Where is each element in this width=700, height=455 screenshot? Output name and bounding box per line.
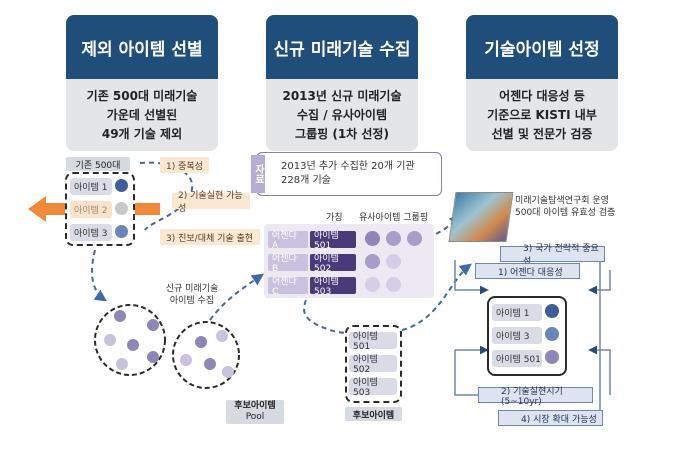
agenda-a: 어젠다 A: [268, 231, 308, 251]
card-line: 49개 기술 제외: [101, 126, 183, 141]
criteria-agenda: 1) 어젠다 대응성: [475, 263, 580, 279]
item-dot: [545, 327, 559, 341]
collect-label-line: 신규 미래기술: [165, 284, 219, 294]
committee-line: 미래기술탐색연구회 운영: [515, 196, 609, 206]
card-body-collect: 2013년 신규 미래기술 수집 / 유사아이템 그룹핑 (1차 선정): [266, 79, 418, 151]
item-dot: [115, 179, 128, 192]
existing-item-3: 아이템 3: [70, 224, 112, 241]
pool-label-line: Pool: [245, 412, 265, 422]
criteria-progress: 3) 진보/대체 기술 출현: [160, 229, 260, 245]
agenda-c: 어젠다 C: [268, 277, 308, 297]
committee-line: 500대 아이템 유효성 검증: [515, 208, 616, 218]
data-text: 2013년 추가 수집한 20개 기관 228개 기술: [281, 160, 415, 188]
criteria-market: 4) 시장 확대 가능성: [498, 410, 603, 426]
item-dot: [115, 202, 128, 215]
pool-label: 후보아이템 Pool: [226, 400, 284, 424]
data-text-line: 2013년 추가 수집한 20개 기관: [281, 161, 415, 172]
item-dot: [545, 304, 559, 318]
data-label: 자료: [251, 155, 265, 193]
candidate-item-502: 아이템 502: [349, 355, 397, 375]
criteria-timing: 2) 기술실현시기 (5~10yr): [478, 387, 593, 407]
selected-item-501: 아이템 501: [492, 350, 542, 367]
existing-item-1: 아이템 1: [70, 178, 112, 195]
group-dot: [386, 254, 401, 269]
col-weight: 가칭: [326, 213, 343, 223]
item-dot: [545, 350, 559, 364]
collect-label-line: 아이템 수집: [169, 296, 215, 306]
pool-label-line: 후보아이템: [234, 401, 276, 411]
card-line: 기존 500대 미래기술: [86, 88, 198, 103]
group-dot: [365, 254, 380, 269]
committee-text: 미래기술탐색연구회 운영 500대 아이템 유효성 검증: [515, 195, 615, 219]
card-line: 가운데 선별된: [106, 107, 178, 122]
group-dot: [386, 231, 401, 246]
col-group: 유사아이템 그룹핑: [359, 213, 429, 223]
criteria-national: 3) 국가 전략적 중요성: [500, 244, 605, 267]
candidate-label: 후보아이템: [345, 407, 402, 421]
group-dot: [386, 277, 401, 292]
card-title-collect: 신규 미래기술 수집: [266, 15, 418, 79]
candidate-item-501: 아이템 501: [349, 332, 397, 352]
card-body-select: 어젠다 대응성 등 기준으로 KISTI 내부 선별 및 전문가 검증: [466, 79, 618, 151]
card-title-exclude: 제외 아이템 선별: [66, 15, 218, 79]
existing-item-2: 아이템 2: [70, 201, 112, 218]
existing-500-label: 기존 500대: [66, 157, 130, 171]
data-source-box: [256, 152, 442, 196]
card-line: 선별 및 전문가 검증: [491, 126, 593, 141]
agenda-item-501: 아이템 501: [310, 231, 356, 251]
agenda-b: 어젠다 B: [268, 254, 308, 274]
criteria-duplicate: 1) 중복성: [160, 157, 209, 173]
selected-item-1: 아이템 1: [492, 304, 542, 321]
candidate-item-503: 아이템 503: [349, 378, 397, 398]
data-text-line: 228개 기술: [281, 175, 331, 186]
card-line: 어젠다 대응성 등: [499, 88, 585, 103]
card-body-exclude: 기존 500대 미래기술 가운데 선별된 49개 기술 제외: [66, 79, 218, 151]
card-line: 수집 / 유사아이템: [296, 107, 387, 122]
card-title-select: 기술아이템 선정: [466, 15, 618, 79]
card-line: 2013년 신규 미래기술: [282, 88, 402, 103]
group-dot: [365, 231, 380, 246]
card-line: 그룹핑 (1차 선정): [295, 126, 389, 141]
criteria-feasibility: 2) 기술실현 가능성: [172, 191, 250, 214]
agenda-item-502: 아이템 502: [310, 254, 356, 274]
agenda-item-503: 아이템 503: [310, 277, 356, 297]
collect-label: 신규 미래기술 아이템 수집: [157, 283, 227, 307]
group-dot: [365, 277, 380, 292]
item-dot: [115, 225, 128, 238]
committee-image: [448, 192, 514, 242]
group-dot: [407, 231, 422, 246]
card-line: 기준으로 KISTI 내부: [487, 107, 597, 122]
selected-item-3: 아이템 3: [492, 327, 542, 344]
